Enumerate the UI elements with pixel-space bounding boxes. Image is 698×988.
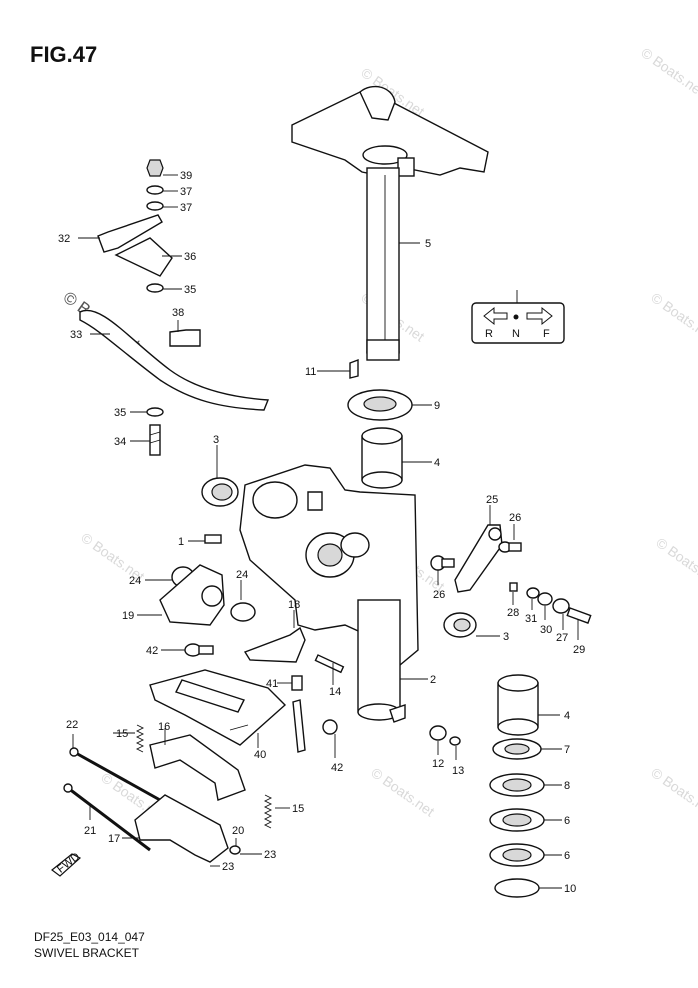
spring-part-15-upper bbox=[135, 724, 145, 753]
callout-3: 3 bbox=[503, 631, 509, 643]
shift-label-part-43: R N F bbox=[471, 302, 565, 344]
bolt-part-1 bbox=[204, 534, 222, 544]
callout-24: 24 bbox=[129, 575, 141, 587]
washer-part-9 bbox=[347, 389, 413, 421]
callout-40: 40 bbox=[254, 749, 266, 761]
callout-26: 26 bbox=[509, 512, 521, 524]
rod-part-21 bbox=[63, 783, 151, 852]
shift-label-reverse: R bbox=[485, 328, 493, 340]
callout-23: 23 bbox=[264, 849, 276, 861]
bolt-part-42 bbox=[184, 643, 214, 657]
drawing-name: SWIVEL BRACKET bbox=[34, 946, 139, 960]
callout-28: 28 bbox=[507, 607, 519, 619]
forward-direction-badge: FWD bbox=[51, 851, 82, 877]
callout-29: 29 bbox=[573, 644, 585, 656]
callout-3: 3 bbox=[213, 434, 219, 446]
shift-label-neutral: N bbox=[512, 328, 520, 340]
watermark: © Boats.net bbox=[368, 764, 437, 819]
steering-bracket-part-5 bbox=[291, 85, 489, 361]
callout-42: 42 bbox=[146, 645, 158, 657]
spacer-parts-24-19 bbox=[159, 564, 256, 626]
callout-2: 2 bbox=[430, 674, 436, 686]
tilt-lock-lever-part-40 bbox=[149, 669, 287, 746]
bushing-part-3 bbox=[201, 477, 239, 507]
watermark: © Boats.net bbox=[648, 764, 698, 819]
callout-7: 7 bbox=[564, 744, 570, 756]
drawing-code: DF25_E03_014_047 bbox=[34, 930, 145, 944]
callout-11: 11 bbox=[305, 366, 316, 378]
bolt-part-13 bbox=[449, 736, 461, 746]
small-parts-28-31-30-27-29 bbox=[509, 582, 592, 624]
callout-4: 4 bbox=[564, 710, 570, 722]
rod-part-22 bbox=[69, 747, 161, 802]
callout-30: 30 bbox=[540, 624, 552, 636]
callout-31: 31 bbox=[525, 613, 537, 625]
washer-part-20 bbox=[229, 845, 241, 855]
callout-37: 37 bbox=[180, 202, 192, 214]
bushing-part-11 bbox=[349, 358, 359, 379]
bolt-part-42-lower bbox=[322, 719, 338, 735]
shift-label-forward: F bbox=[543, 328, 550, 340]
callout-13: 13 bbox=[452, 765, 464, 777]
callout-16: 16 bbox=[158, 721, 170, 733]
tilt-lock-parts bbox=[243, 626, 345, 753]
callout-20: 20 bbox=[232, 825, 244, 837]
callout-36: 36 bbox=[184, 251, 196, 263]
lever-part-16 bbox=[149, 734, 246, 801]
arm-part-25 bbox=[454, 524, 503, 593]
watermark: © Boats.net bbox=[653, 534, 698, 589]
callout-15: 15 bbox=[292, 803, 304, 815]
callout-35: 35 bbox=[184, 284, 196, 296]
callout-22: 22 bbox=[66, 719, 78, 731]
callout-6: 6 bbox=[564, 815, 570, 827]
bolt-part-26-lower bbox=[430, 555, 455, 571]
tilt-tube-part-2 bbox=[357, 599, 406, 723]
shift-linkage-parts bbox=[79, 159, 270, 456]
callout-12: 12 bbox=[432, 758, 444, 770]
callout-1: 1 bbox=[178, 536, 184, 548]
figure-title: FIG.47 bbox=[30, 42, 98, 67]
washers-parts-7-8-6-6-10 bbox=[489, 738, 545, 898]
callout-19: 19 bbox=[122, 610, 134, 622]
bushing-part-12 bbox=[429, 725, 447, 741]
callout-15: 15 bbox=[116, 728, 128, 740]
callout-34: 34 bbox=[114, 436, 126, 448]
callout-5: 5 bbox=[425, 238, 431, 250]
callout-10: 10 bbox=[564, 883, 576, 895]
callout-35: 35 bbox=[114, 407, 126, 419]
callout-42: 42 bbox=[331, 762, 343, 774]
callout-26: 26 bbox=[433, 589, 445, 601]
bushing-part-4-lower bbox=[497, 674, 539, 736]
callout-4: 4 bbox=[434, 457, 440, 469]
spring-part-15-lower bbox=[263, 794, 273, 829]
callout-6: 6 bbox=[564, 850, 570, 862]
bushing-part-3-right bbox=[443, 612, 477, 638]
callout-33: 33 bbox=[70, 329, 82, 341]
watermark: © Boats.net bbox=[638, 44, 698, 99]
lever-part-17 bbox=[134, 794, 229, 863]
leader-lines bbox=[72, 174, 579, 889]
callout-18: 18 bbox=[288, 599, 300, 611]
callout-9: 9 bbox=[434, 400, 440, 412]
callout-27: 27 bbox=[556, 632, 568, 644]
callout-23: 23 bbox=[222, 861, 234, 873]
callout-38: 38 bbox=[172, 307, 184, 319]
callout-8: 8 bbox=[564, 780, 570, 792]
callout-25: 25 bbox=[486, 494, 498, 506]
callout-14: 14 bbox=[329, 686, 341, 698]
watermark: © Boats.net bbox=[648, 289, 698, 344]
callout-24: 24 bbox=[236, 569, 248, 581]
callout-39: 39 bbox=[180, 170, 192, 182]
fwd-text: FWD bbox=[55, 851, 82, 876]
callout-21: 21 bbox=[84, 825, 96, 837]
bushing-part-4-upper bbox=[361, 427, 403, 489]
bolt-part-26-upper bbox=[498, 541, 522, 553]
callout-17: 17 bbox=[108, 833, 120, 845]
callout-41: 41 bbox=[266, 678, 278, 690]
callout-37: 37 bbox=[180, 186, 192, 198]
callout-32: 32 bbox=[58, 233, 70, 245]
